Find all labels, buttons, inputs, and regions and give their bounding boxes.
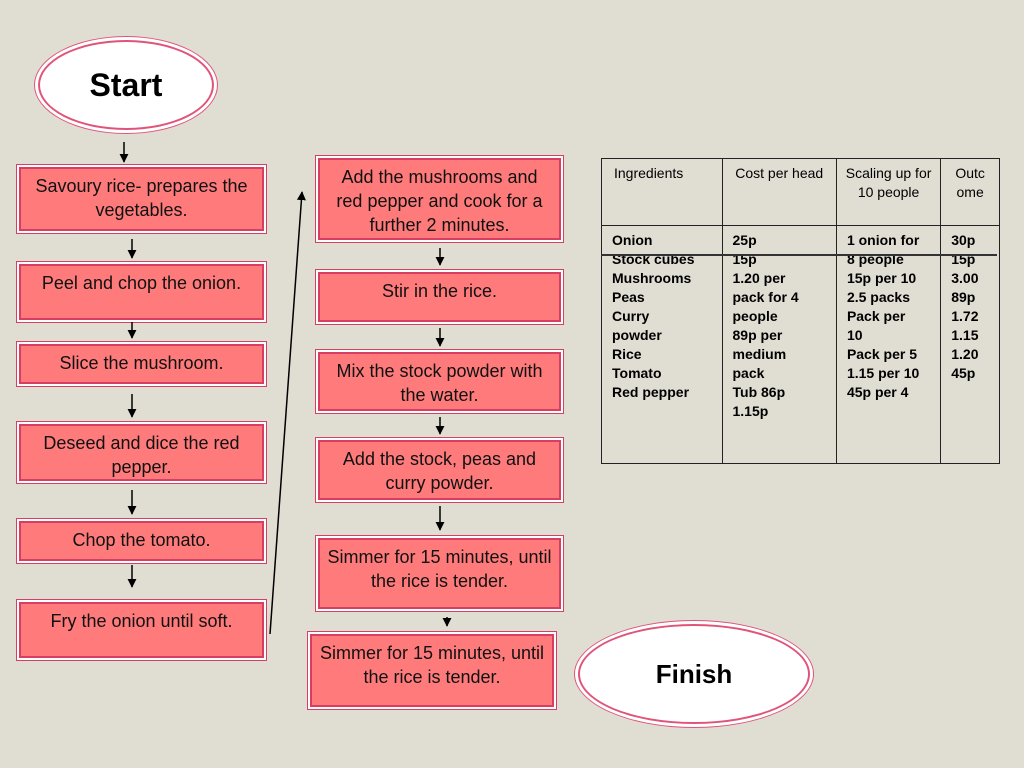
- step-text: Slice the mushroom.: [59, 353, 224, 373]
- cell-line: 30p: [951, 232, 976, 248]
- cell-line: pack for 4: [732, 289, 799, 305]
- strike-line: [601, 254, 997, 256]
- cell-line: 2.5 packs: [846, 289, 910, 305]
- step-add-stock-peas: Add the stock, peas and curry powder.: [318, 440, 561, 500]
- cell-line: Red pepper: [612, 384, 690, 400]
- step-prepare-vegetables: Savoury rice- prepares the vegetables.: [19, 167, 264, 231]
- cell-line: 1.15p: [732, 403, 769, 419]
- cell-line: 45p: [951, 365, 976, 381]
- step-text: Simmer for 15 minutes, until the rice is…: [319, 643, 545, 687]
- step-text: Fry the onion until soft.: [50, 611, 233, 631]
- step-simmer-1: Simmer for 15 minutes, until the rice is…: [318, 538, 561, 609]
- step-chop-tomato: Chop the tomato.: [19, 521, 264, 561]
- step-mix-stock: Mix the stock powder with the water.: [318, 352, 561, 411]
- cell-line: 1.20: [951, 346, 979, 362]
- step-stir-rice: Stir in the rice.: [318, 272, 561, 322]
- scaling-cell: 1 onion for 8 people 15p per 10 2.5 pack…: [835, 225, 942, 464]
- cell-line: 1.20 per: [732, 270, 786, 286]
- cell-line: Tub 86p: [732, 384, 786, 400]
- cell-line: 25p: [732, 232, 757, 248]
- cell-line: Peas: [612, 289, 645, 305]
- header-ingredients: Ingredients: [601, 158, 723, 226]
- step-text: Simmer for 15 minutes, until the rice is…: [327, 547, 552, 591]
- start-oval: Start: [38, 40, 214, 130]
- cell-line: Pack per 5: [846, 346, 917, 362]
- cell-line: powder: [612, 327, 662, 343]
- step-text: Deseed and dice the red pepper.: [43, 433, 240, 477]
- cell-line: Mushrooms: [612, 270, 692, 286]
- table-row: Onion Stock cubes Mushrooms Peas Curry p…: [601, 225, 1000, 464]
- step-text: Add the stock, peas and curry powder.: [342, 449, 537, 493]
- ingredients-table: Ingredients Cost per head Scaling up for…: [601, 158, 1000, 464]
- cell-line: 1.15 per 10: [846, 365, 920, 381]
- cell-line: 10: [846, 327, 863, 343]
- cell-line: 3.00: [951, 270, 979, 286]
- table-header-row: Ingredients Cost per head Scaling up for…: [601, 158, 1000, 226]
- cell-line: 89p: [951, 289, 976, 305]
- cell-line: 1.15: [951, 327, 979, 343]
- cell-line: Pack per: [846, 308, 906, 324]
- cell-line: people: [732, 308, 778, 324]
- cell-line: 15p: [732, 251, 757, 267]
- cell-line: pack: [732, 365, 765, 381]
- header-cost-per-head: Cost per head: [721, 158, 837, 226]
- cell-line: 8 people: [846, 251, 904, 267]
- step-text: Add the mushrooms and red pepper and coo…: [336, 167, 543, 235]
- cost-cell: 25p 15p 1.20 per pack for 4 people 89p p…: [721, 225, 837, 464]
- header-scaling: Scaling up for 10 people: [835, 158, 942, 226]
- outcome-cell: 30p 15p 3.00 89p 1.72 1.15 1.20 45p: [940, 225, 1000, 464]
- step-add-mushrooms: Add the mushrooms and red pepper and coo…: [318, 158, 561, 240]
- cell-line: Tomato: [612, 365, 662, 381]
- cell-line: 89p per: [732, 327, 783, 343]
- cell-line: Stock cubes: [612, 251, 695, 267]
- step-peel-onion: Peel and chop the onion.: [19, 264, 264, 320]
- step-deseed-pepper: Deseed and dice the red pepper.: [19, 424, 264, 481]
- start-label: Start: [89, 66, 163, 103]
- step-text: Chop the tomato.: [72, 530, 211, 550]
- cell-line: Onion: [612, 232, 653, 248]
- step-text: Peel and chop the onion.: [41, 273, 242, 293]
- cell-line: 15p per 10: [846, 270, 917, 286]
- step-text: Stir in the rice.: [381, 281, 498, 301]
- step-fry-onion: Fry the onion until soft.: [19, 602, 264, 658]
- cell-line: 1.72: [951, 308, 979, 324]
- step-text: Mix the stock powder with the water.: [336, 361, 543, 405]
- ingredients-cell: Onion Stock cubes Mushrooms Peas Curry p…: [601, 225, 723, 464]
- cell-line: 15p: [951, 251, 976, 267]
- step-simmer-2: Simmer for 15 minutes, until the rice is…: [310, 634, 554, 707]
- header-outcome: Outc ome: [940, 158, 1000, 226]
- cell-line: medium: [732, 346, 787, 362]
- cell-line: 45p per 4: [846, 384, 909, 400]
- cell-line: Curry: [612, 308, 650, 324]
- finish-label: Finish: [655, 658, 733, 689]
- step-text: Savoury rice- prepares the vegetables.: [35, 176, 248, 220]
- cell-line: Rice: [612, 346, 642, 362]
- finish-oval: Finish: [578, 624, 810, 724]
- cell-line: 1 onion for: [846, 232, 920, 248]
- arrow-fry-to-mushrooms: [269, 191, 306, 635]
- step-slice-mushroom: Slice the mushroom.: [19, 344, 264, 384]
